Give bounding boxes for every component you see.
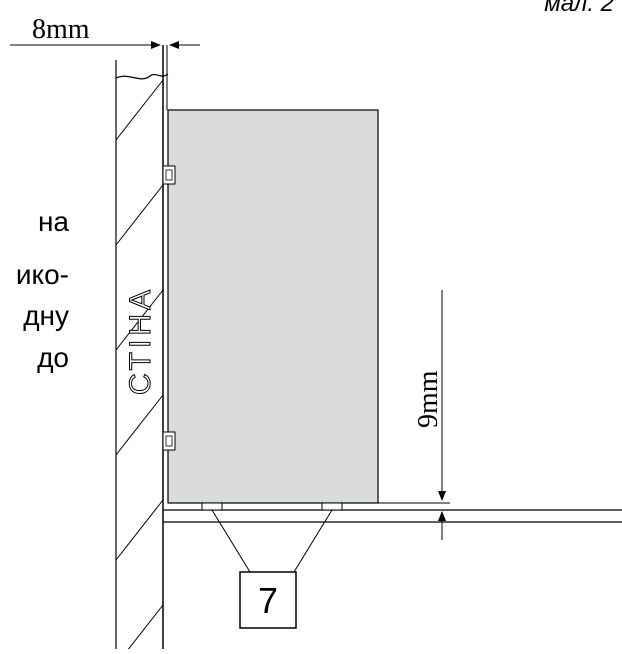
- text-fragment-2: ико-: [15, 259, 69, 290]
- dim-8mm-label: 8mm: [32, 14, 90, 45]
- figure-reference: мал. 2: [544, 0, 614, 17]
- foot-right: [321, 502, 343, 511]
- dim-9mm-label: 9mm: [413, 370, 444, 428]
- wall-bracket-bottom: [162, 431, 176, 451]
- wall-label: СТІНА: [124, 286, 157, 395]
- foot-left: [201, 502, 223, 511]
- callout-leader-right: [293, 509, 333, 573]
- callout-box: [239, 571, 297, 629]
- callout-number: 7: [258, 580, 278, 621]
- text-fragment-3: дну: [23, 300, 69, 331]
- wall-hatching: [116, 79, 163, 649]
- text-fragment-4: до: [37, 342, 69, 373]
- text-fragment-1: на: [37, 206, 69, 237]
- cabinet-body: [167, 109, 379, 504]
- wall-break-line: [115, 73, 169, 80]
- wall-bracket-top: [162, 165, 176, 185]
- callout-leader-left: [211, 509, 251, 573]
